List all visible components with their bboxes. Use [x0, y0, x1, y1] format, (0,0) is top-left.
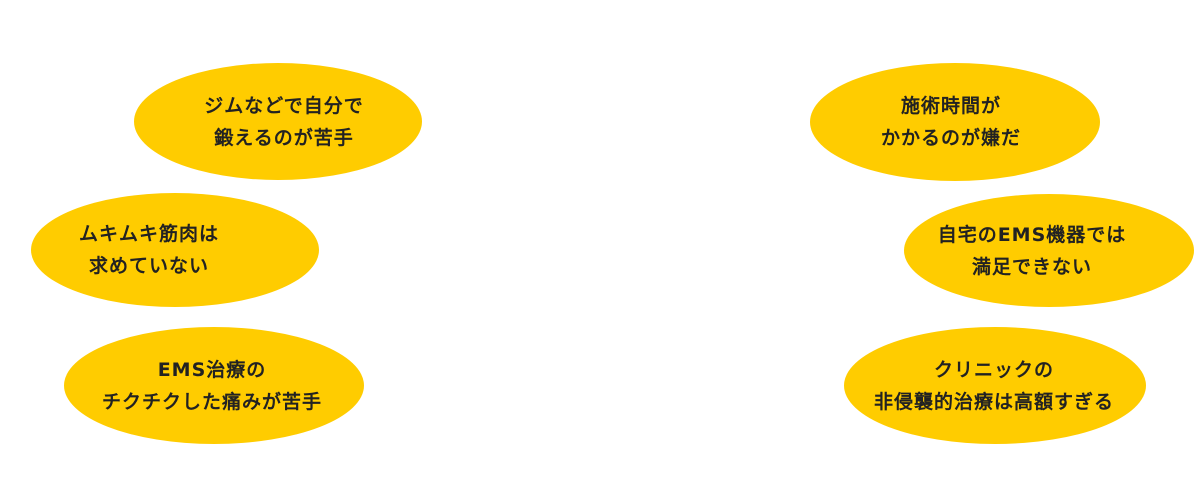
bubble-line-1: 自宅のEMS機器では — [937, 223, 1127, 246]
concern-bubble-gym-training: ジムなどで自分で 鍛えるのが苦手 — [134, 63, 422, 180]
concern-bubble-muscle: ムキムキ筋肉は 求めていない — [31, 193, 319, 307]
bubble-line-2: 満足できない — [971, 255, 1092, 278]
bubble-line-2: 鍛えるのが苦手 — [214, 126, 354, 149]
bubble-line-1: 施術時間が — [900, 95, 1001, 117]
bubble-line-1: クリニックの — [933, 358, 1054, 381]
bubble-line-2: チクチクした痛みが苦手 — [101, 390, 322, 413]
bubble-line-2: 非侵襲的治療は高額すぎる — [873, 390, 1114, 413]
concern-bubble-ems-pain: EMS治療の チクチクした痛みが苦手 — [64, 327, 364, 444]
bubble-text: クリニックの 非侵襲的治療は高額すぎる — [874, 354, 1114, 418]
bubble-line-2: 求めていない — [88, 255, 209, 277]
bubble-line-1: EMS治療の — [157, 358, 267, 381]
bubble-text: ジムなどで自分で 鍛えるのが苦手 — [204, 90, 364, 154]
bubble-line-1: ムキムキ筋肉は — [78, 223, 219, 245]
bubble-text: ムキムキ筋肉は 求めていない — [79, 218, 219, 282]
bubble-line-2: かかるのが嫌だ — [880, 127, 1021, 149]
bubble-line-1: ジムなどで自分で — [204, 94, 364, 117]
concern-bubble-clinic-cost: クリニックの 非侵襲的治療は高額すぎる — [844, 327, 1146, 444]
concern-bubble-home-ems: 自宅のEMS機器では 満足できない — [904, 194, 1194, 307]
bubble-text: 施術時間が かかるのが嫌だ — [881, 90, 1021, 154]
bubble-text: 自宅のEMS機器では 満足できない — [938, 219, 1127, 283]
concern-bubble-treatment-time: 施術時間が かかるのが嫌だ — [810, 63, 1100, 181]
bubble-text: EMS治療の チクチクした痛みが苦手 — [102, 354, 322, 418]
